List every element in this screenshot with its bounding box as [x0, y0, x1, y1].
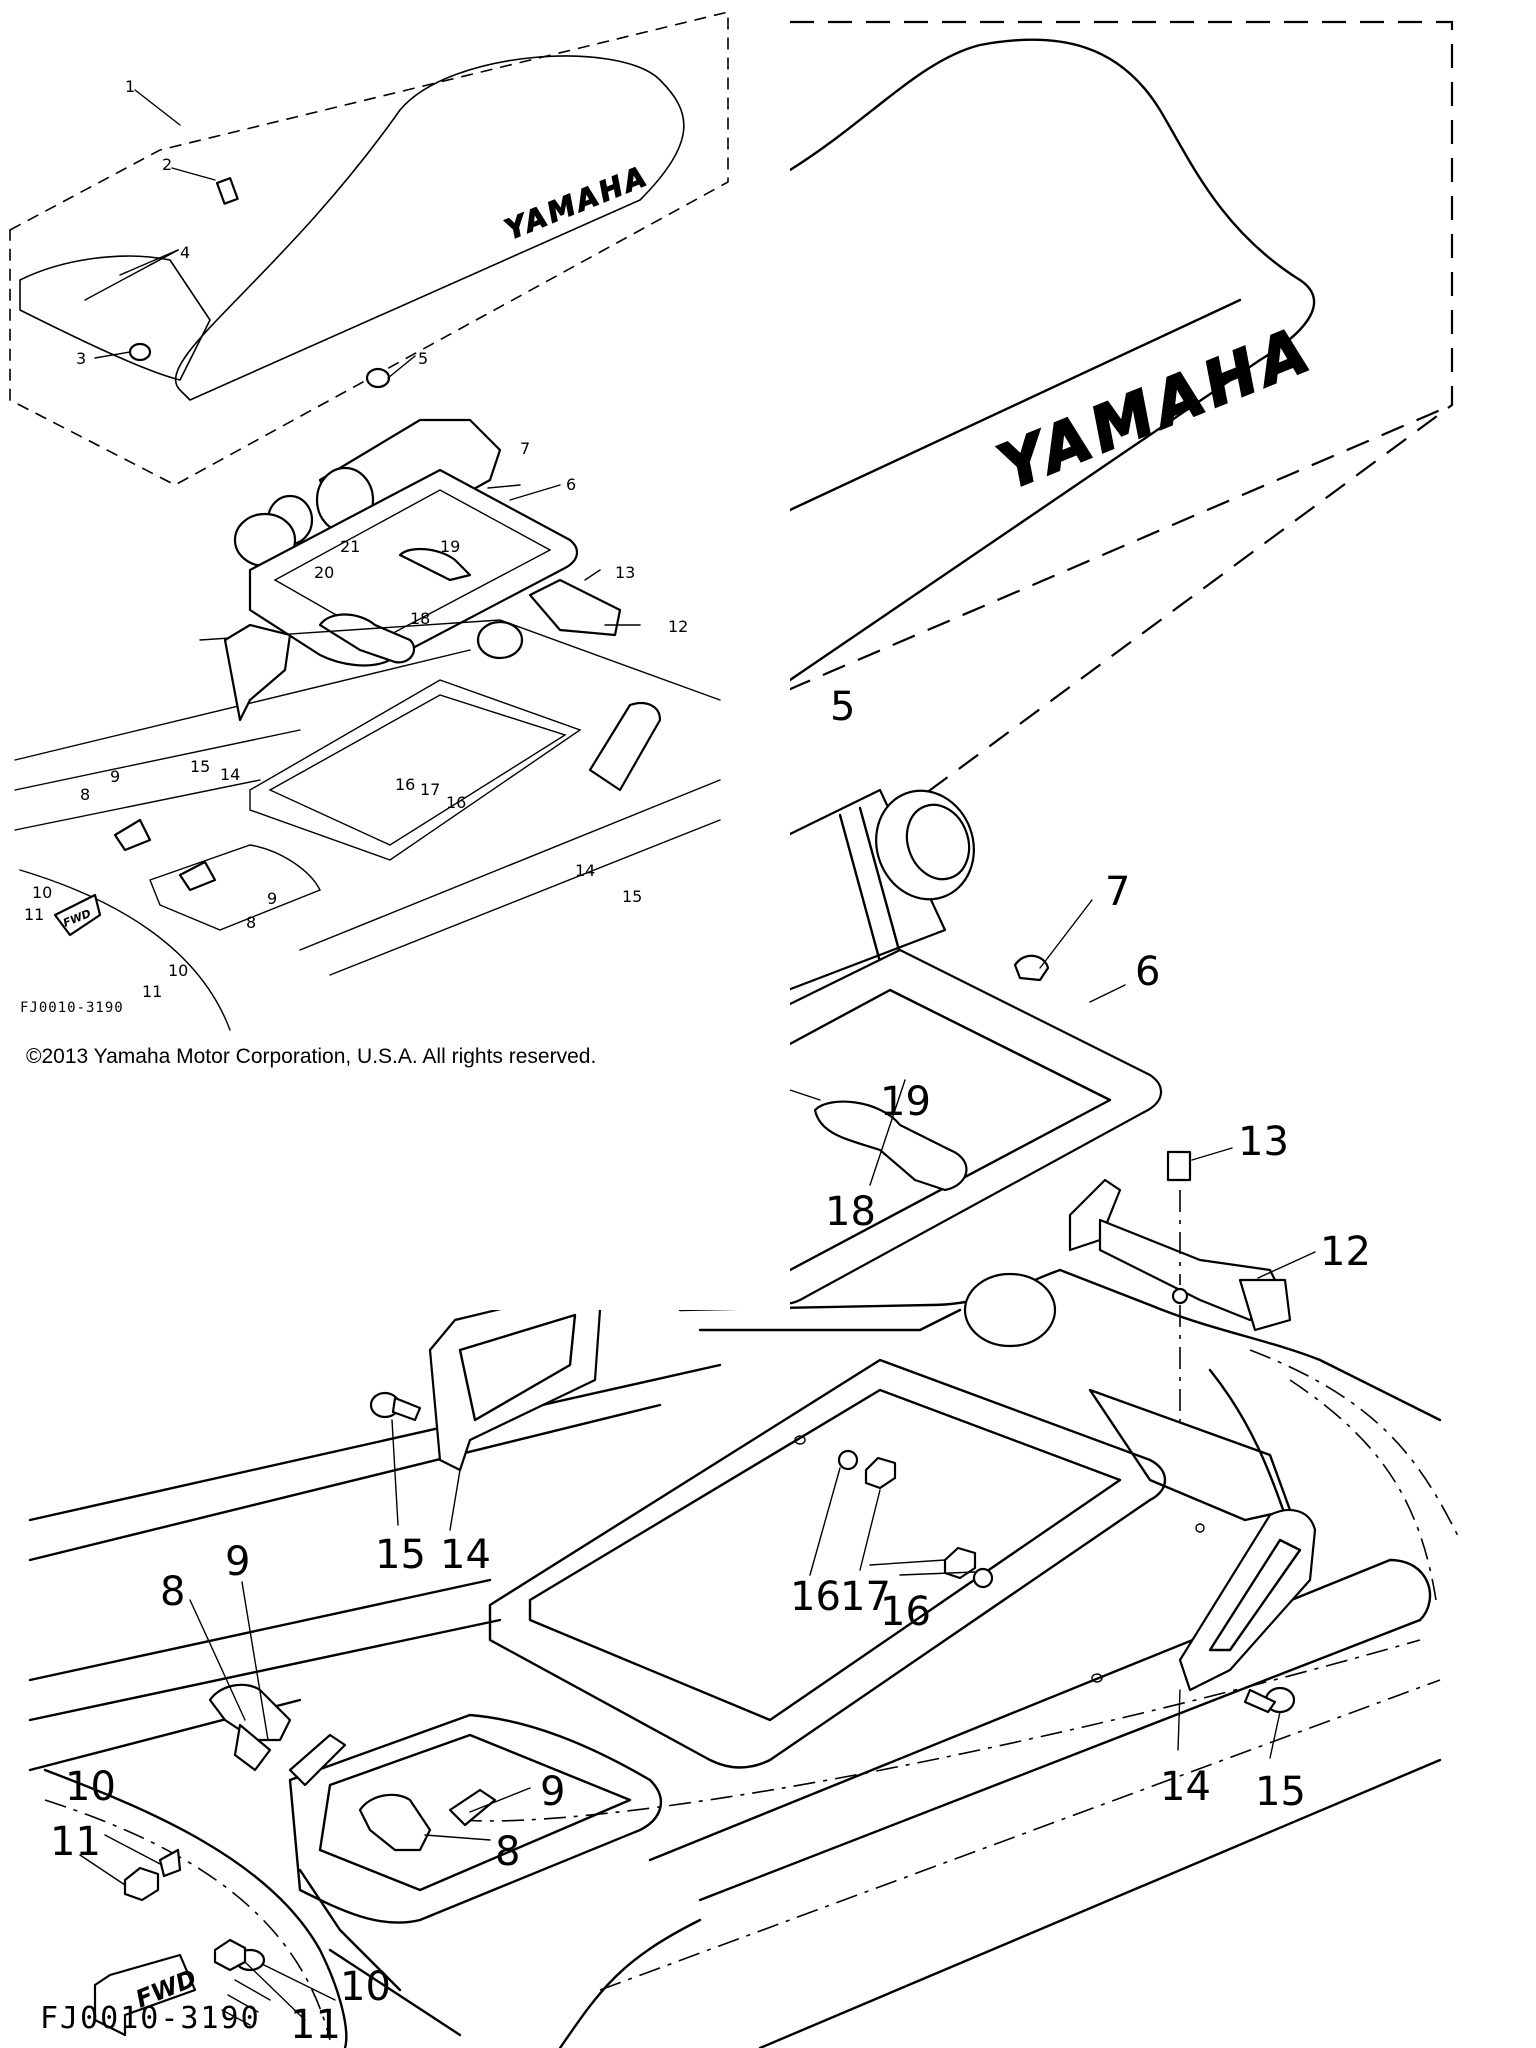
- cover-plate: [739, 948, 1163, 1306]
- inset-callout-2: 2: [162, 155, 172, 174]
- callouts-small: 1 2 4 3 5 7 6 21 19 20 13 18 12 15 14 16…: [24, 77, 688, 1001]
- inset-callout-19: 19: [440, 537, 460, 556]
- drawing-code-small: FJ0010-3190: [20, 1000, 124, 1016]
- callout-7: 7: [1105, 869, 1130, 915]
- inset-callout-16-left: 16: [395, 775, 415, 794]
- clamp-8-upper: [208, 1683, 292, 1742]
- callout-16-right: 16: [880, 1589, 931, 1635]
- washer-16b: [972, 1567, 994, 1589]
- callout-19: 19: [880, 1079, 931, 1125]
- bolt-9-lower: [448, 1788, 497, 1827]
- bolt-13: [1166, 1150, 1192, 1182]
- storage-well: [963, 1272, 1057, 1348]
- inset-callout-4: 4: [180, 243, 190, 262]
- screw-15-right: [1243, 1686, 1296, 1714]
- callouts-large: 5 7 6 19 18 13 12 15 14 16 17 16 9 8 14 …: [50, 684, 1371, 2048]
- callout-10-lower: 10: [340, 1964, 391, 2010]
- callout-9-lower: 9: [540, 1769, 565, 1815]
- inset-callout-20: 20: [314, 563, 334, 582]
- inset-callout-10-upper: 10: [32, 883, 52, 902]
- callout-15-right: 15: [1255, 1769, 1306, 1815]
- washer-16a: [837, 1449, 859, 1471]
- inset-callout-11-upper: 11: [24, 905, 44, 924]
- clip-nut-7: [1013, 954, 1050, 982]
- inset-callout-11-lower: 11: [142, 982, 162, 1001]
- inset-callout-5: 5: [418, 349, 428, 368]
- inset-callout-13: 13: [615, 563, 635, 582]
- callout-17: 17: [840, 1574, 891, 1620]
- inset-callout-9-lower: 9: [267, 889, 277, 908]
- grab-handle-14-right: [1178, 1508, 1317, 1692]
- inset-callout-14-left: 14: [220, 765, 240, 784]
- inset-callout-6: 6: [566, 475, 576, 494]
- callout-11-upper: 11: [50, 1819, 101, 1865]
- air-intake: [786, 788, 975, 992]
- bolt-9-upper: [288, 1733, 347, 1787]
- callout-13: 13: [1238, 1119, 1289, 1165]
- strap-18-19: [813, 1100, 968, 1192]
- callout-8-upper: 8: [160, 1569, 185, 1615]
- inset-callout-15-right: 15: [622, 887, 642, 906]
- seat-outline: [788, 38, 1316, 682]
- latch-assembly-12: [1068, 1150, 1292, 1425]
- callout-15-left: 15: [375, 1532, 426, 1578]
- callout-12: 12: [1320, 1229, 1371, 1275]
- inset-callout-14-right: 14: [575, 861, 595, 880]
- inset-callout-9-upper: 9: [110, 767, 120, 786]
- nut-11-lower: [213, 1938, 247, 1972]
- main-hatch: [488, 1358, 1167, 1769]
- lower-compartment: [288, 1713, 662, 1924]
- inset-callout-3: 3: [76, 349, 86, 368]
- callout-10-upper: 10: [65, 1764, 116, 1810]
- clamp-8-lower: [358, 1793, 432, 1852]
- nut-17a: [864, 1456, 897, 1490]
- hull-deck: [28, 1268, 1461, 2048]
- callout-8-lower: 8: [495, 1829, 520, 1875]
- inset-callout-7: 7: [520, 439, 530, 458]
- nut-11-upper: [123, 1866, 160, 1902]
- inset-callout-17: 17: [420, 780, 440, 799]
- callout-16-left: 16: [790, 1574, 841, 1620]
- inset-callout-1: 1: [125, 77, 135, 96]
- inset-callout-16-right: 16: [446, 793, 466, 812]
- inset-callout-15-left: 15: [190, 757, 210, 776]
- drawing-code-large: FJ0010-3190: [40, 2001, 261, 2036]
- callout-5: 5: [830, 684, 855, 730]
- seat-brand-large: YAMAHA: [988, 312, 1324, 504]
- callout-14-right: 14: [1160, 1764, 1211, 1810]
- inset-callout-8-lower: 8: [246, 913, 256, 932]
- copyright-notice: ©2013 Yamaha Motor Corporation, U.S.A. A…: [26, 1045, 596, 1068]
- inset-callout-8-upper: 8: [80, 785, 90, 804]
- callout-11-lower: 11: [290, 2002, 341, 2048]
- inset-callout-18: 18: [410, 609, 430, 628]
- callout-9-upper: 9: [225, 1539, 250, 1585]
- inset-callout-12: 12: [668, 617, 688, 636]
- grommet-10-upper: [158, 1848, 182, 1878]
- callout-18: 18: [825, 1189, 876, 1235]
- inset-seat: [174, 55, 685, 401]
- inset-callout-10-lower: 10: [168, 961, 188, 980]
- inset-callout-21: 21: [340, 537, 360, 556]
- screw-15-left: [369, 1391, 422, 1422]
- callout-14-left: 14: [440, 1532, 491, 1578]
- callout-6: 6: [1135, 949, 1160, 995]
